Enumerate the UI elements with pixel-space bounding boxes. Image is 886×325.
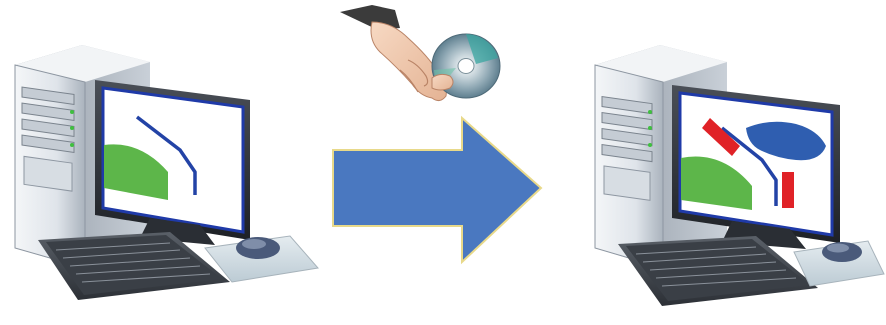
monitor-screen bbox=[101, 86, 245, 234]
computer-monitor bbox=[95, 80, 250, 245]
computer-monitor bbox=[672, 85, 840, 249]
mouse-and-pad bbox=[793, 240, 885, 287]
red-block bbox=[782, 172, 794, 208]
right-computer bbox=[594, 45, 885, 306]
green-hill bbox=[104, 144, 168, 200]
green-hill bbox=[681, 156, 752, 210]
blue-line bbox=[720, 126, 778, 206]
keyboard bbox=[618, 236, 818, 306]
mouse-and-pad bbox=[204, 235, 319, 283]
blue-blob bbox=[746, 121, 826, 161]
arrow-right-icon bbox=[332, 115, 543, 265]
hand-holding-disc-icon bbox=[340, 5, 501, 102]
keyboard bbox=[38, 232, 230, 300]
left-computer bbox=[14, 45, 319, 300]
blue-line bbox=[135, 115, 197, 195]
red-block bbox=[702, 118, 740, 156]
